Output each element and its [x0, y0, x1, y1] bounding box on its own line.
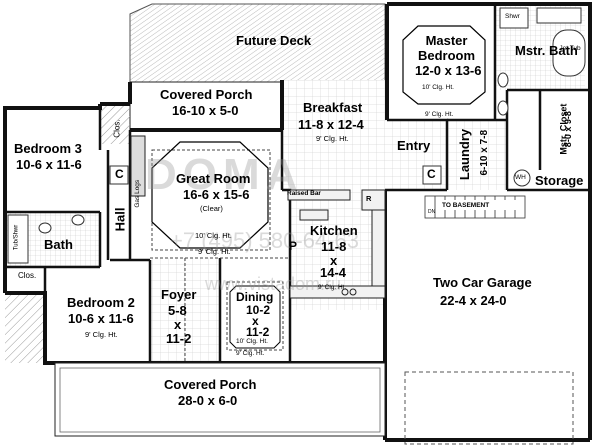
water-heater	[513, 169, 531, 187]
hatch-front-left	[5, 293, 45, 363]
watermark-brand: DOMA	[145, 150, 304, 199]
kitchen-counters	[287, 189, 386, 299]
rear-porch-label: Covered Porch	[160, 87, 253, 102]
kitchen-ceiling: 9' Clg. Ht.	[318, 284, 347, 291]
hall-label: Hall	[112, 207, 128, 232]
hatch-b3	[100, 104, 130, 144]
bedroom2-label: Bedroom 2	[67, 295, 135, 310]
bedroom2-ceiling: 9' Clg. Ht.	[85, 330, 118, 339]
great-room-label: Great Room	[176, 171, 251, 186]
foyer-label: Foyer	[161, 287, 197, 302]
foyer-dims-b: 11-2	[166, 331, 192, 346]
basement-stairs	[424, 195, 526, 219]
master-bath-fixtures	[497, 7, 586, 116]
breakfast-dims: 11-8 x 12-4	[298, 117, 364, 132]
rear-porch-dims: 16-10 x 5-0	[172, 103, 239, 118]
master-ceiling	[402, 25, 486, 105]
master-bedroom-dims: 12-0 x 13-6	[415, 63, 482, 78]
bath-fixtures	[7, 214, 85, 264]
front-porch-label: Covered Porch	[164, 377, 257, 392]
laundry-floor	[447, 120, 507, 190]
water-heater-label: WH	[515, 174, 526, 181]
great-room-clear: (Clear)	[200, 204, 223, 213]
watermark-phone: +7 (495) 580-64-63	[170, 228, 359, 253]
master-bath-label: Mstr. Bath	[515, 43, 578, 58]
garage-dims: 22-4 x 24-0	[440, 293, 507, 308]
kitchen-dims-a: 11-8	[321, 239, 347, 254]
master-shower-label: Shwr	[505, 13, 520, 20]
fireplace	[130, 135, 146, 197]
kitchen-label: Kitchen	[310, 223, 358, 238]
watermark-site: www.vistadom.ru	[205, 274, 342, 294]
great-room-dims: 16-6 x 15-6	[183, 187, 250, 202]
dining-ceiling	[229, 285, 281, 349]
dining-dims-x: x	[252, 314, 259, 328]
master-bedroom-ceiling2: 9' Clg. Ht.	[425, 111, 454, 118]
front-porch-dims: 28-0 x 6-0	[178, 393, 238, 408]
great-room-ceiling	[151, 141, 269, 249]
raised-bar-label: Raised Bar	[287, 190, 321, 197]
breakfast-label: Breakfast	[303, 100, 363, 115]
closet-marks	[109, 165, 442, 185]
dining-label: Dining	[236, 290, 274, 304]
bedroom2-dims: 10-6 x 11-6	[68, 311, 134, 326]
bath-closet-label: Clos.	[18, 271, 37, 280]
garage-label: Two Car Garage	[433, 275, 532, 290]
tub-shower-label: Tub/Shwr	[13, 224, 20, 251]
jet-tub-label: Jet Tub	[559, 45, 581, 52]
front-porch	[54, 362, 386, 437]
master-bedroom-ceiling: 10' Clg. Ht.	[422, 84, 454, 91]
pantry-label: P	[289, 239, 298, 253]
gas-logs-label: Gas Logs	[134, 179, 142, 208]
entry-label: Entry	[397, 138, 431, 153]
kitchen-dims-x: x	[330, 253, 338, 268]
bedroom3-closet-label: Clos.	[112, 119, 122, 138]
dining-ceiling: 10' Clg. Ht.	[236, 338, 268, 345]
laundry-dims: 6-10 x 7-8	[479, 129, 491, 176]
dining-dims-a: 10-2	[246, 303, 271, 317]
kitchen-dims-b: 14-4	[320, 265, 347, 280]
master-closet-dims: 8-0 x 9-8	[562, 111, 573, 148]
great-room-ceiling: 10' Clg. Ht.	[195, 231, 232, 240]
laundry-label: Laundry	[457, 128, 473, 181]
storage-label: Storage	[535, 173, 584, 188]
future-deck-label: Future Deck	[236, 33, 312, 48]
foyer-dims-x: x	[174, 317, 182, 332]
dashed-lines	[150, 149, 290, 363]
dining-dims-b: 11-2	[246, 325, 270, 339]
range-label: R	[366, 194, 372, 203]
to-basement-label: TO BASEMENT	[442, 202, 490, 209]
rear-porch-area	[129, 81, 283, 131]
bedroom3-dims: 10-6 x 11-6	[16, 157, 82, 172]
hall-closet-c: C	[115, 167, 124, 181]
garage-door	[404, 371, 574, 445]
dining-ceiling2: 9' Clg. Ht.	[236, 350, 265, 357]
bath-label: Bath	[44, 237, 73, 252]
breakfast-ceiling: 9' Clg. Ht.	[316, 134, 349, 143]
foyer-dims-a: 5-8	[168, 303, 187, 318]
bedroom3-label: Bedroom 3	[14, 141, 82, 156]
dn-label: DN	[428, 209, 436, 215]
great-room-ceiling2: 9' Clg. Ht.	[198, 247, 231, 256]
breakfast-floor	[282, 80, 387, 190]
entry-closet-c: C	[427, 167, 436, 181]
